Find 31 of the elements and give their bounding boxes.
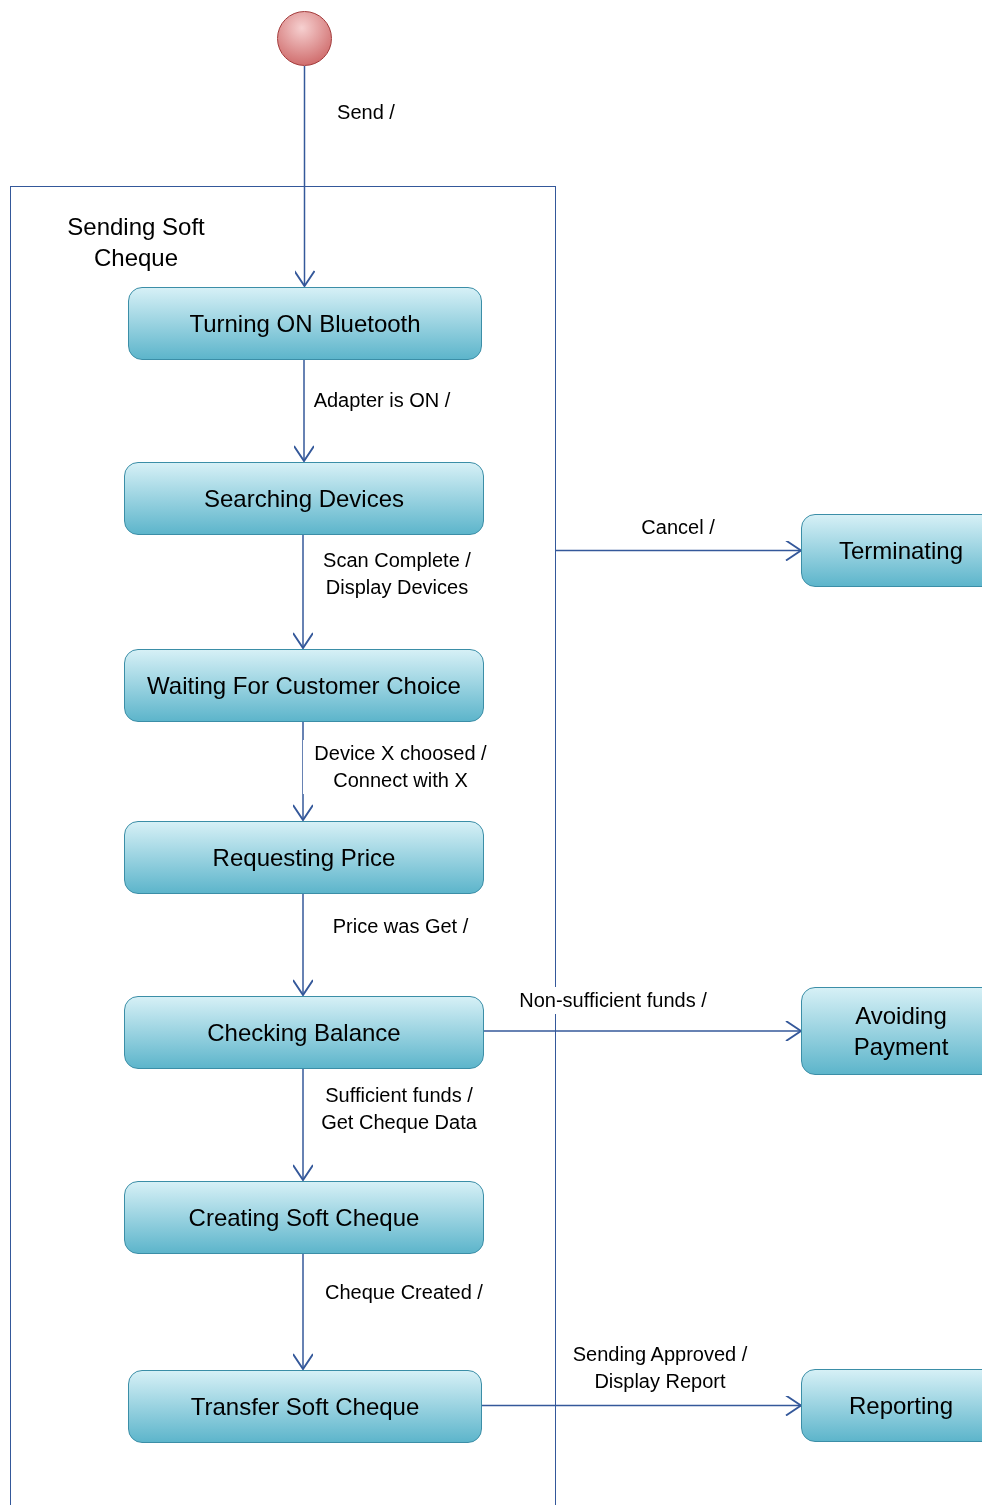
state-box (128, 287, 482, 360)
transition-arrow (292, 892, 314, 996)
state-name: Terminating (838, 536, 964, 566)
transition-arrow (293, 358, 315, 462)
state-box (124, 996, 484, 1069)
state-name: Transfer Soft Cheque (190, 1392, 420, 1422)
state-box (128, 1370, 482, 1443)
state-name: Turning ON Bluetooth (189, 309, 421, 339)
state-name: Requesting Price (212, 843, 396, 873)
state-name: Waiting For Customer Choice (147, 671, 461, 701)
state-name: Creating Soft Cheque (188, 1203, 420, 1233)
state-name: Avoiding Payment (852, 1001, 950, 1062)
transition-arrow (555, 539, 802, 562)
state-box (801, 1369, 982, 1442)
transition-arrow (292, 1067, 314, 1181)
state-box (801, 987, 982, 1075)
state-name: Checking Balance (207, 1018, 401, 1048)
state-box (124, 649, 484, 722)
state-box (801, 514, 982, 587)
state-box (124, 1181, 484, 1254)
transition-arrow (293, 65, 316, 287)
transition-arrow (480, 1394, 802, 1417)
transition-arrow (292, 720, 314, 821)
state-name: Reporting (848, 1391, 954, 1421)
state-box (124, 821, 484, 894)
composite-state-title: Sending Soft Cheque (66, 212, 206, 273)
transition-arrow (292, 1252, 314, 1370)
transition-arrow (292, 533, 314, 649)
state-box (124, 462, 484, 535)
state-name: Searching Devices (203, 484, 405, 514)
transition-arrow (482, 1020, 802, 1042)
